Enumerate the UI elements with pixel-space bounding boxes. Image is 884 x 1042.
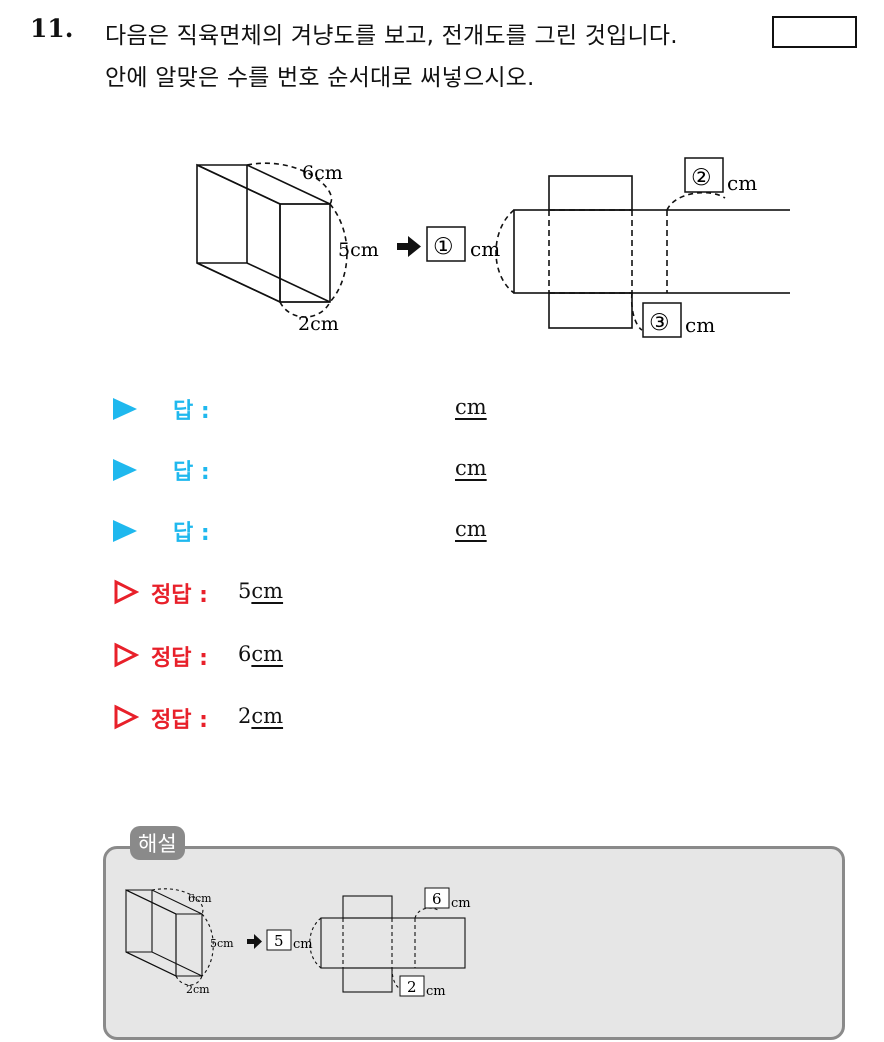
question-number: 11. [30,14,74,43]
solution-figure: 6cm 5cm 2cm 5 cm 6 cm 2 cm [125,887,471,999]
correct-label: 정답 : [151,708,208,733]
cuboid-drawing [196,162,348,318]
correct-label: 정답 : [151,646,208,671]
net-unit-left: cm [470,237,500,261]
cuboid-label-top: 6cm [302,162,343,184]
right-arrow-icon [247,934,262,949]
solution-cuboid-bottom: 2cm [186,983,210,996]
correct-pointer-icon [114,642,139,668]
solution-box-2-value: 6 [432,890,442,908]
net-box-1-label: ① [433,234,454,260]
solution-unit-bottom: cm [426,984,446,999]
answer-row-3[interactable]: 답 : cm [113,515,513,549]
question-text-line1: 다음은 직육면체의 겨냥도를 보고, 전개도를 그린 것입니다. [105,23,678,49]
solution-box-2 [424,887,450,909]
solution-box-3 [399,975,425,997]
correct-pointer-icon [114,579,139,605]
correct-value: 2cm [238,704,284,728]
correct-label: 정답 : [151,583,208,608]
answer-label: 답 : [173,521,210,546]
answer-row-2[interactable]: 답 : cm [113,454,513,488]
solution-cuboid-right: 5cm [210,937,234,950]
correct-row-1: 정답 : 5cm [113,577,413,611]
cuboid-label-bottom: 2cm [298,313,339,335]
answer-unit: cm [455,517,487,541]
cuboid-label-right: 5cm [338,239,379,261]
solution-box-3-value: 2 [407,978,417,996]
correct-row-2: 정답 : 6cm [113,640,413,674]
correct-value: 6cm [238,642,284,666]
blank-box [772,16,857,48]
correct-pointer-icon [114,704,139,730]
answer-row-1[interactable]: 답 : cm [113,393,513,427]
correct-row-3: 정답 : 2cm [113,702,413,736]
solution-tag: 해설 [130,826,185,860]
answer-unit: cm [455,456,487,480]
net-box-3-label: ③ [649,310,670,336]
right-arrow-icon [397,236,421,257]
net-box-3 [642,302,682,338]
solution-box-1-value: 5 [274,932,284,950]
correct-value: 5cm [238,579,284,603]
answer-unit: cm [455,395,487,419]
net-unit-top: cm [727,171,757,195]
answer-pointer-icon [113,459,137,481]
net-box-2-label: ② [691,165,712,191]
net-box-2 [684,157,724,193]
net-box-1 [426,226,466,262]
answer-label: 답 : [173,399,210,424]
solution-unit-top: cm [451,896,471,911]
net-drawing [495,175,790,331]
answer-pointer-icon [113,398,137,420]
answer-label: 답 : [173,460,210,485]
question-text-line2: 안에 알맞은 수를 번호 순서대로 써넣으시오. [105,65,535,91]
solution-box-1 [266,929,292,951]
problem-figure: 6cm 5cm 2cm ① cm ② cm ③ cm [196,157,790,338]
answer-pointer-icon [113,520,137,542]
solution-cuboid-top: 6cm [188,892,212,905]
solution-box [103,846,845,1040]
solution-unit-left: cm [293,937,313,952]
net-unit-bottom: cm [685,313,715,337]
